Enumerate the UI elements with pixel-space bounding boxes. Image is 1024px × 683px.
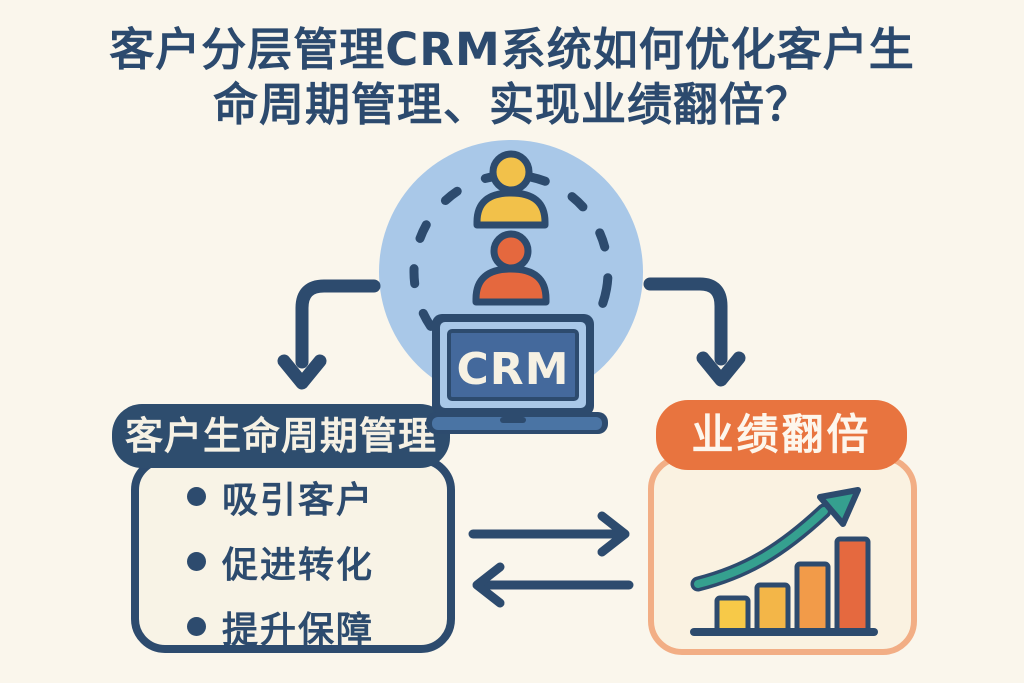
lifecycle-item-label: 吸引客户 xyxy=(222,479,375,521)
list-item: 吸引客户 xyxy=(187,471,447,523)
list-item: 促进转化 xyxy=(187,536,447,588)
title-line-1: 客户分层管理CRM系统如何优化客户生 xyxy=(109,23,915,76)
arrow-down-right-icon xyxy=(643,277,746,387)
lifecycle-box-header: 客户生命周期管理 xyxy=(112,404,450,468)
list-item: 提升保障 xyxy=(187,601,447,653)
arrow-right-icon xyxy=(468,511,630,557)
performance-box-header: 业绩翻倍 xyxy=(656,400,907,470)
person-icon-yellow xyxy=(473,150,549,229)
page-title: 客户分层管理CRM系统如何优化客户生 命周期管理、实现业绩翻倍？ xyxy=(0,22,1024,132)
bullet-dot-icon xyxy=(187,552,206,571)
lifecycle-item-label: 提升保障 xyxy=(222,609,375,651)
title-line-2: 命周期管理、实现业绩翻倍？ xyxy=(212,78,811,131)
person-icon-orange xyxy=(472,230,550,306)
bullet-dot-icon xyxy=(187,487,206,506)
arrow-down-left-icon xyxy=(277,279,381,390)
bullet-dot-icon xyxy=(187,617,206,636)
arrow-left-icon xyxy=(472,562,634,608)
lifecycle-box-body: 吸引客户 促进转化 提升保障 xyxy=(131,456,455,653)
crm-screen-label: CRM xyxy=(456,344,570,395)
lifecycle-item-label: 促进转化 xyxy=(222,544,375,586)
performance-box-body xyxy=(648,455,917,655)
